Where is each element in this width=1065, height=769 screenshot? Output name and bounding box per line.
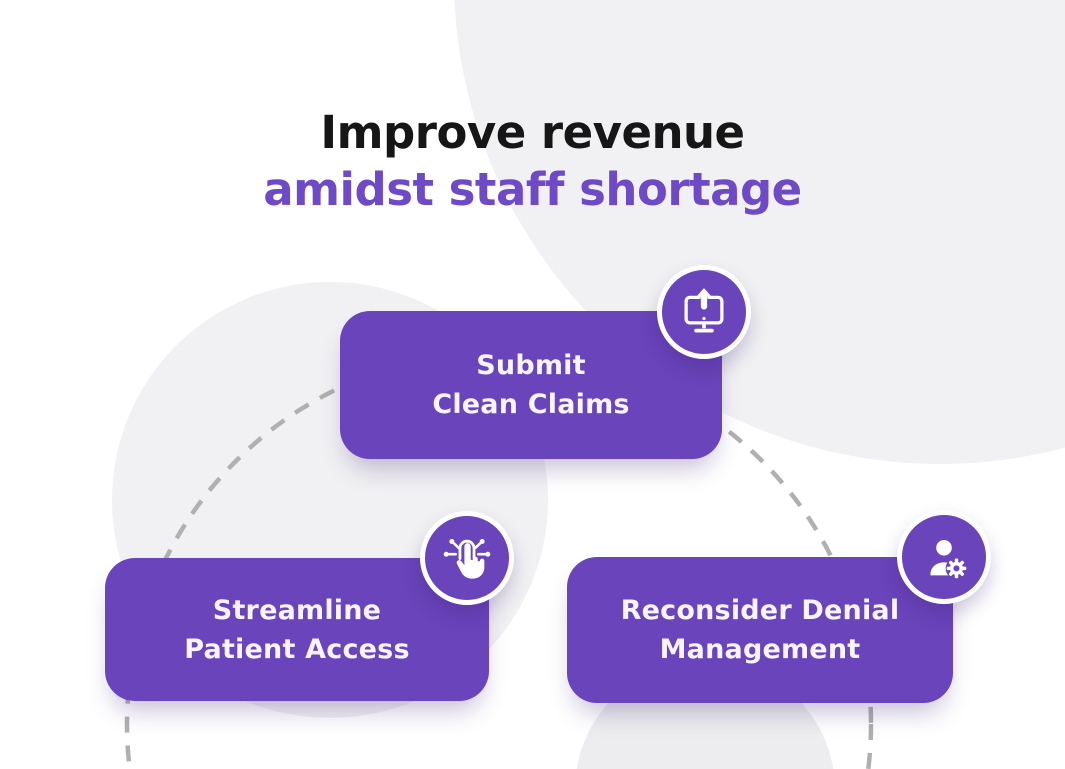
title-line-dark: Improve revenue xyxy=(320,106,745,159)
card-label-line1: Reconsider Denial xyxy=(620,595,900,626)
card-label-line2: Patient Access xyxy=(184,633,410,665)
card-label: Reconsider Denial Management xyxy=(621,591,900,669)
card-label-line2: Management xyxy=(659,634,861,665)
card-label: Streamline Patient Access xyxy=(184,591,409,669)
card-streamline-patient-access: Streamline Patient Access xyxy=(105,558,489,701)
touch-network-icon-glyph xyxy=(443,539,491,579)
title-line-purple: amidst staff shortage xyxy=(263,163,802,216)
monitor-upload-icon xyxy=(657,265,751,359)
card-reconsider-denial-management: Reconsider Denial Management xyxy=(567,557,953,703)
card-submit-clean-claims: Submit Clean Claims xyxy=(340,311,722,459)
monitor-upload-icon-glyph xyxy=(684,288,724,333)
card-label-line1: Streamline xyxy=(212,594,382,626)
page-title: Improve revenue amidst staff shortage xyxy=(0,104,1065,218)
card-label-line1: Submit xyxy=(476,350,586,381)
user-gear-icon-glyph xyxy=(930,539,968,580)
user-gear-icon xyxy=(897,510,991,604)
card-label: Submit Clean Claims xyxy=(432,346,629,424)
card-label-line2: Clean Claims xyxy=(432,389,630,420)
touch-network-icon xyxy=(420,511,514,605)
